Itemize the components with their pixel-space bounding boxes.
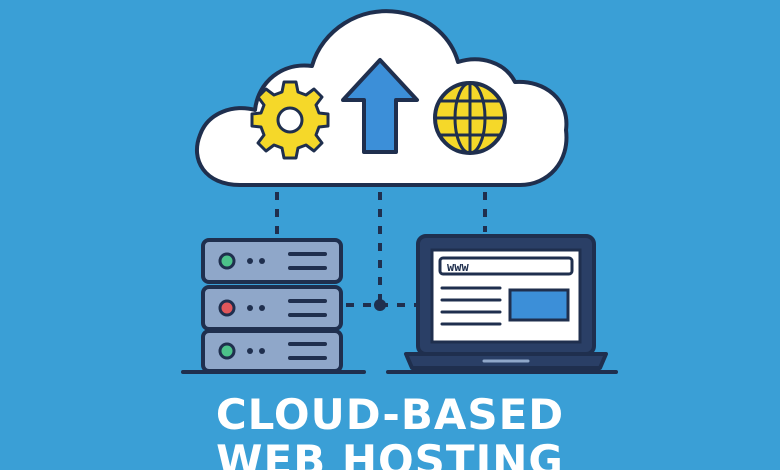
connection-node bbox=[374, 299, 386, 311]
headline-line-2: WEB HOSTING bbox=[216, 436, 564, 470]
address-text: www bbox=[447, 260, 469, 274]
server-rack-icon bbox=[181, 238, 366, 374]
headline-line-1: CLOUD-BASED bbox=[215, 390, 565, 439]
page-content-lines bbox=[440, 286, 502, 326]
laptop-icon: www bbox=[386, 234, 618, 374]
browser-address-bar: www bbox=[438, 256, 574, 276]
server-unit bbox=[201, 238, 343, 284]
server-unit bbox=[201, 285, 343, 331]
server-unit bbox=[201, 329, 343, 373]
gear-icon bbox=[250, 80, 330, 160]
upload-arrow-icon bbox=[341, 58, 419, 154]
page-image-block bbox=[508, 288, 570, 322]
globe-icon bbox=[433, 81, 507, 155]
